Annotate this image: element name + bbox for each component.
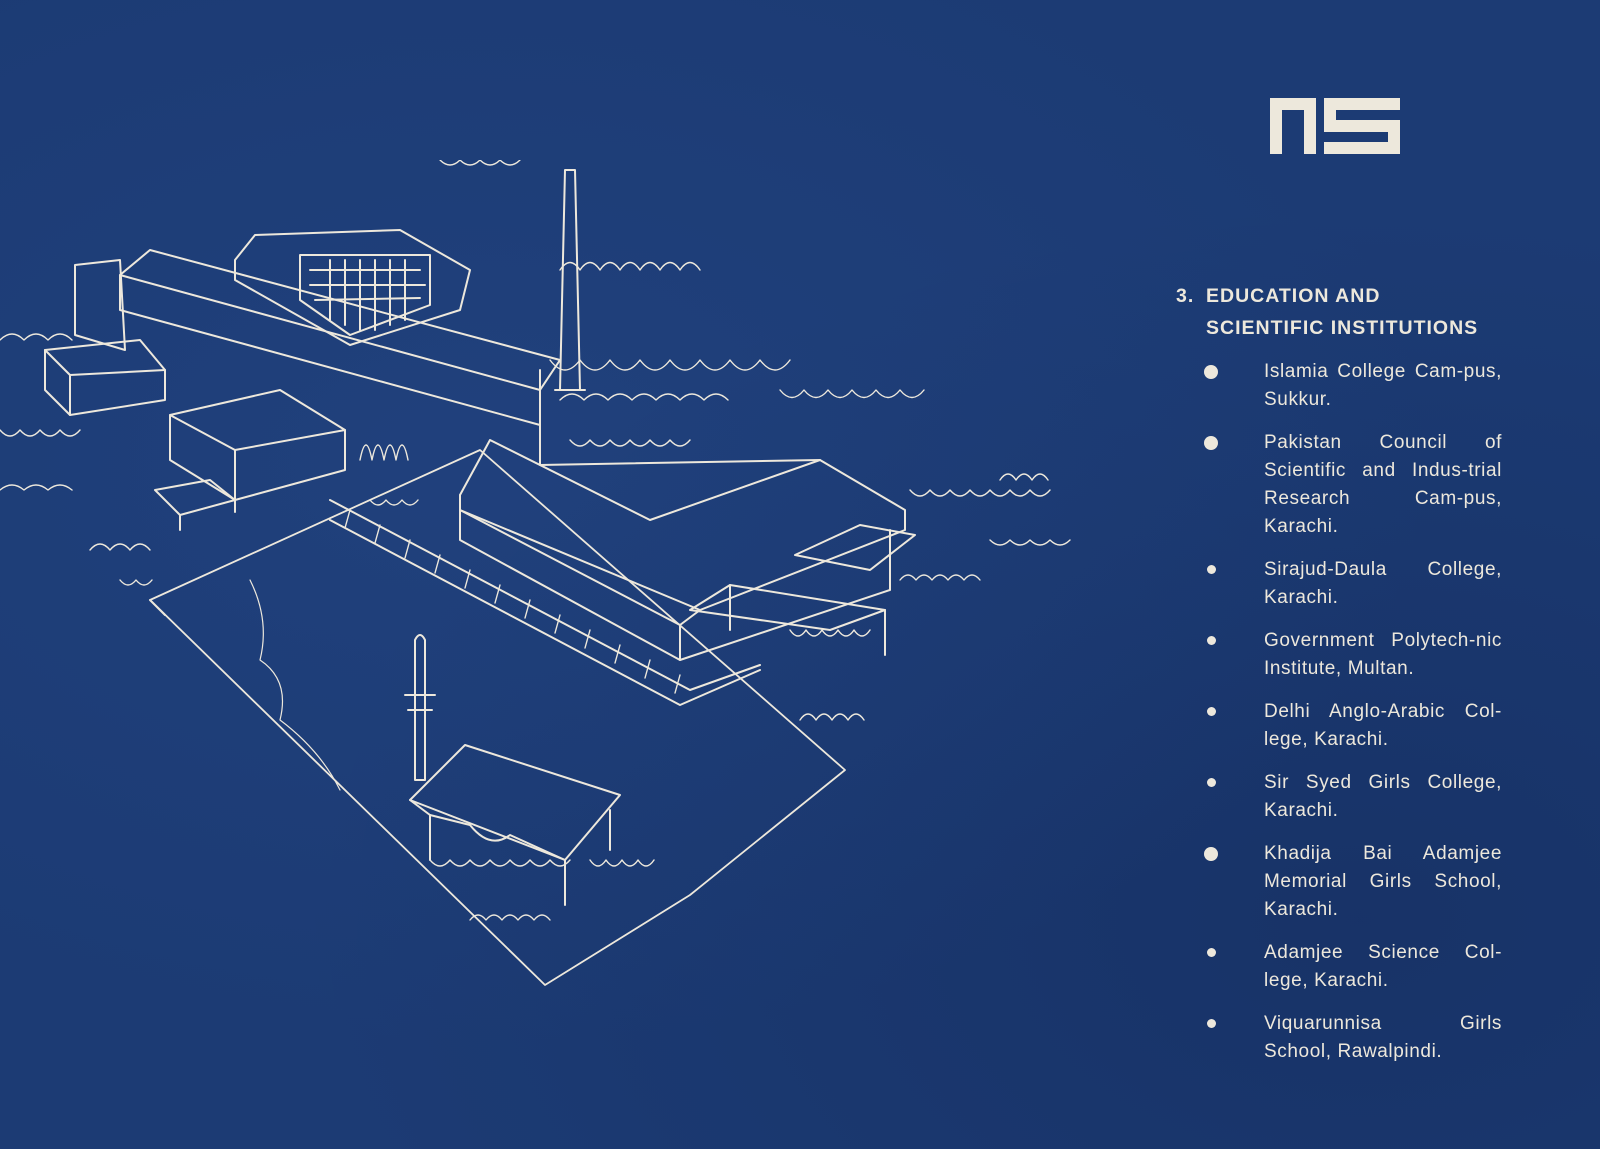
- institution-name: Delhi Anglo-Arabic Col-lege, Karachi.: [1264, 701, 1502, 750]
- list-item: Sir Syed Girls College, Karachi.: [1176, 769, 1502, 825]
- bullet-icon: [1207, 707, 1216, 716]
- institution-name: Pakistan Council of Scientific and Indus…: [1264, 432, 1502, 537]
- institution-name: Adamjee Science Col-lege, Karachi.: [1264, 942, 1502, 991]
- institution-name: Sirajud-Daula College, Karachi.: [1264, 559, 1502, 608]
- bullet-icon: [1207, 778, 1216, 787]
- section-heading: 3. EDUCATION AND SCIENTIFIC INSTITUTIONS: [1176, 280, 1502, 344]
- list-item: Delhi Anglo-Arabic Col-lege, Karachi.: [1176, 698, 1502, 754]
- bullet-icon: [1207, 1019, 1216, 1028]
- bullet-icon: [1204, 847, 1218, 861]
- bullet-icon: [1204, 436, 1218, 450]
- institution-name: Government Polytech-nic Institute, Multa…: [1264, 630, 1502, 679]
- list-item: Pakistan Council of Scientific and Indus…: [1176, 429, 1502, 541]
- institution-name: Viquarunnisa Girls School, Rawalpindi.: [1264, 1013, 1502, 1062]
- section-number: 3.: [1176, 285, 1195, 307]
- campus-building-sketch: [0, 160, 1071, 986]
- list-item: Islamia College Cam-pus, Sukkur.: [1176, 358, 1502, 414]
- bullet-icon: [1207, 636, 1216, 645]
- institution-name: Khadija Bai Adamjee Memorial Girls Schoo…: [1264, 843, 1502, 920]
- bullet-icon: [1207, 565, 1216, 574]
- institutions-list: Islamia College Cam-pus, Sukkur. Pakista…: [1176, 358, 1502, 1066]
- section-title: EDUCATION AND SCIENTIFIC INSTITUTIONS: [1206, 285, 1479, 339]
- bullet-icon: [1207, 948, 1216, 957]
- list-item: Sirajud-Daula College, Karachi.: [1176, 556, 1502, 612]
- list-item: Adamjee Science Col-lege, Karachi.: [1176, 939, 1502, 995]
- institution-name: Sir Syed Girls College, Karachi.: [1264, 772, 1502, 821]
- list-item: Government Polytech-nic Institute, Multa…: [1176, 627, 1502, 683]
- bullet-icon: [1204, 365, 1218, 379]
- list-item: Khadija Bai Adamjee Memorial Girls Schoo…: [1176, 840, 1502, 924]
- institutions-panel: 3. EDUCATION AND SCIENTIFIC INSTITUTIONS…: [1176, 280, 1502, 1081]
- institution-name: Islamia College Cam-pus, Sukkur.: [1264, 361, 1502, 410]
- ns-logo-icon: [1270, 98, 1400, 154]
- list-item: Viquarunnisa Girls School, Rawalpindi.: [1176, 1010, 1502, 1066]
